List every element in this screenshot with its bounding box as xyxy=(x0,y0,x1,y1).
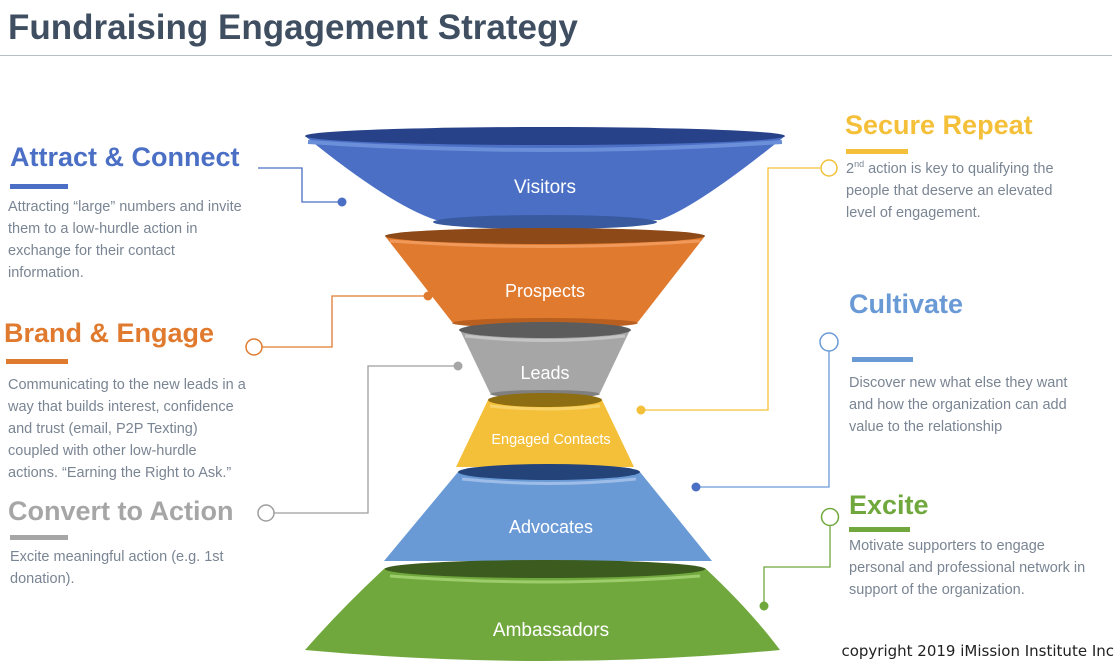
cultivate-description: Discover new what else they want and how… xyxy=(849,375,1068,435)
convert-heading: Convert to Action xyxy=(8,496,234,526)
funnel-label-ambassadors: Ambassadors xyxy=(493,620,609,641)
copyright-notice: copyright 2019 iMission Institute Inc xyxy=(841,642,1114,660)
brand-description: Communicating to the new leads in a way … xyxy=(8,377,246,481)
connector-excite xyxy=(763,526,831,606)
convert-description: Excite meaningful action (e.g. 1st donat… xyxy=(10,549,224,587)
connector-cultivate xyxy=(696,351,830,488)
brand-rule xyxy=(6,359,68,364)
funnel-label-prospects: Prospects xyxy=(505,281,585,301)
connector-attract xyxy=(258,167,342,203)
funnel-stage-advocates: Advocates xyxy=(384,464,712,561)
cultivate-heading: Cultivate xyxy=(849,289,964,319)
connector-secure xyxy=(641,167,820,411)
page-title: Fundraising Engagement Strategy xyxy=(8,8,578,47)
funnel-stage-ambassadors: Ambassadors xyxy=(305,560,780,661)
secure-description: 2nd action is key to qualifying the peop… xyxy=(846,159,1054,221)
brand-heading: Brand & Engage xyxy=(4,318,215,348)
secure-heading: Secure Repeat xyxy=(845,110,1033,140)
connector-convert xyxy=(274,365,458,514)
funnel-label-leads: Leads xyxy=(520,363,569,383)
excite-heading: Excite xyxy=(849,490,929,520)
funnel-stage-prospects: Prospects xyxy=(385,228,705,328)
title-divider xyxy=(0,55,1112,56)
attract-description: Attracting “large” numbers and invite th… xyxy=(8,199,242,281)
funnel-label-visitors: Visitors xyxy=(514,177,576,198)
funnel-stage-leads: Leads xyxy=(459,322,631,398)
secure-rule xyxy=(846,149,908,154)
connector-brand xyxy=(262,295,428,348)
connector-ring-secure xyxy=(820,159,838,177)
connector-dot-convert xyxy=(453,361,463,371)
connector-dot-secure xyxy=(636,405,646,415)
excite-description: Motivate supporters to engage personal a… xyxy=(849,538,1086,598)
funnel-stage-engaged-contacts: Engaged Contacts xyxy=(456,393,634,467)
connector-ring-excite xyxy=(820,507,840,527)
attract-rule xyxy=(10,184,68,189)
funnel-label-engaged-contacts: Engaged Contacts xyxy=(491,432,610,448)
connector-ring-convert xyxy=(257,504,275,522)
connector-dot-excite xyxy=(759,601,769,611)
connector-dot-cultivate xyxy=(691,482,701,492)
connector-ring-cultivate xyxy=(819,332,839,352)
funnel-stage-visitors: Visitors xyxy=(305,127,785,229)
excite-rule xyxy=(849,527,910,532)
attract-heading: Attract & Connect xyxy=(10,142,240,172)
cultivate-rule xyxy=(852,357,913,362)
connector-dot-attract xyxy=(337,197,347,207)
convert-rule xyxy=(10,535,68,540)
connector-ring-brand xyxy=(245,338,263,356)
funnel-label-advocates: Advocates xyxy=(509,517,593,537)
